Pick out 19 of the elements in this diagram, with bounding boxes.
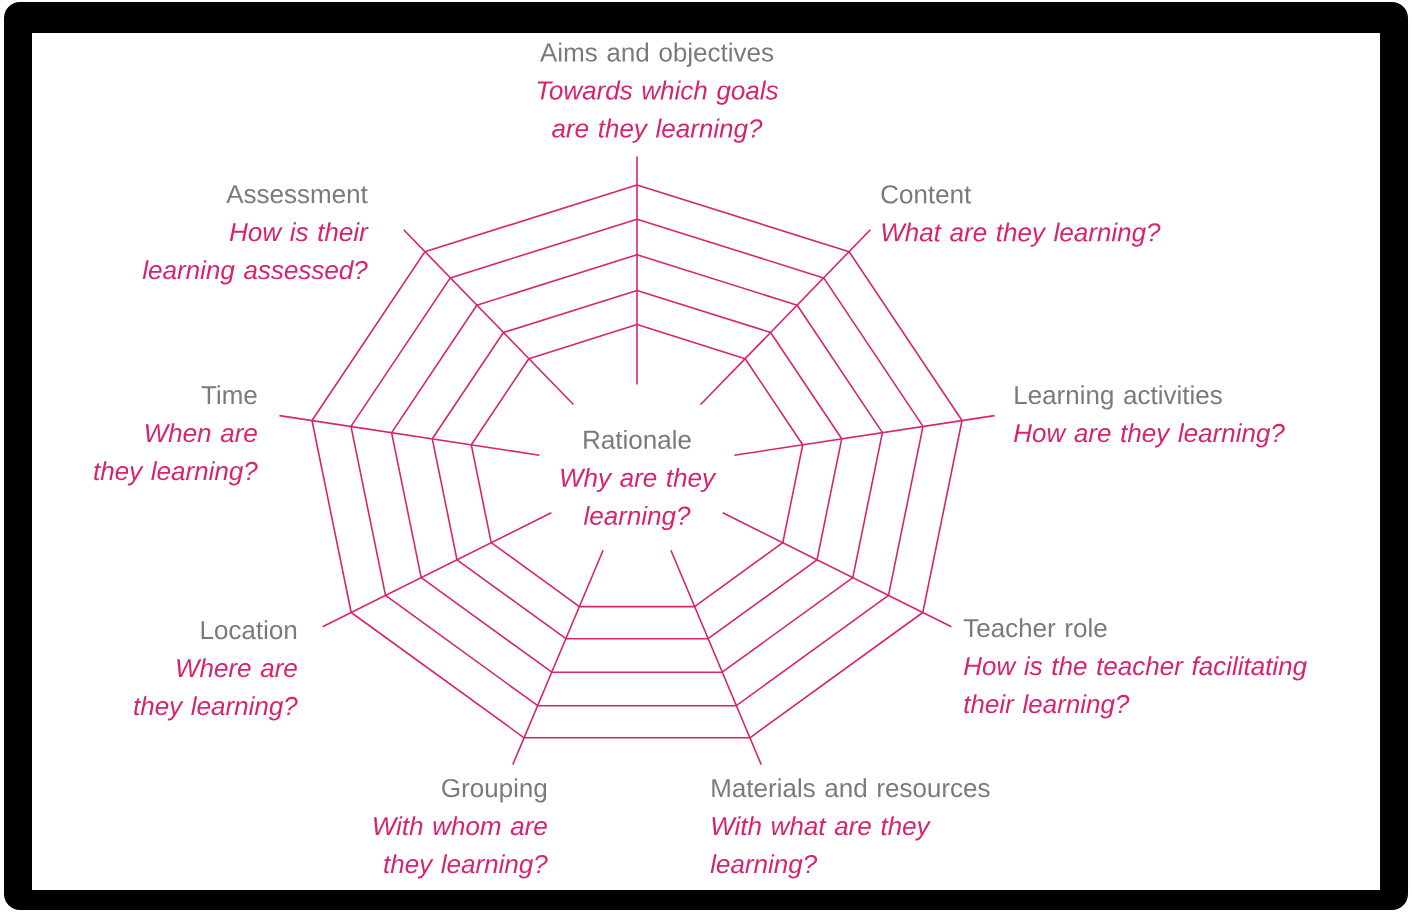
component-label: Aims and objectives Towards which goals are they learning? bbox=[537, 42, 779, 143]
component-label: Grouping With whom are they learning? bbox=[374, 778, 548, 879]
component-label: Materials and resources With what are they learning? bbox=[710, 778, 990, 879]
spoke-line bbox=[512, 549, 604, 766]
spoke-line bbox=[636, 155, 638, 386]
spoke-line bbox=[321, 512, 553, 628]
spoke-line bbox=[721, 512, 953, 628]
spoke-line bbox=[699, 229, 872, 406]
component-label: Learning activities How are they learning? bbox=[1014, 385, 1285, 448]
component-label: Time When are they learning? bbox=[94, 385, 258, 486]
spoke-line bbox=[670, 549, 762, 766]
component-label: Rationale Why are they learning? bbox=[561, 429, 717, 531]
component-label: Assessment How is their learning assessed? bbox=[142, 185, 369, 285]
component-label: Location Where are they learning? bbox=[134, 620, 298, 721]
spoke-line bbox=[733, 414, 996, 456]
spoke-line bbox=[402, 229, 575, 406]
component-label: Teacher role How is the teacher facilitating their learning? bbox=[963, 618, 1307, 719]
component-label: Content What are they learning? bbox=[881, 185, 1161, 247]
spoke-line bbox=[278, 414, 541, 456]
